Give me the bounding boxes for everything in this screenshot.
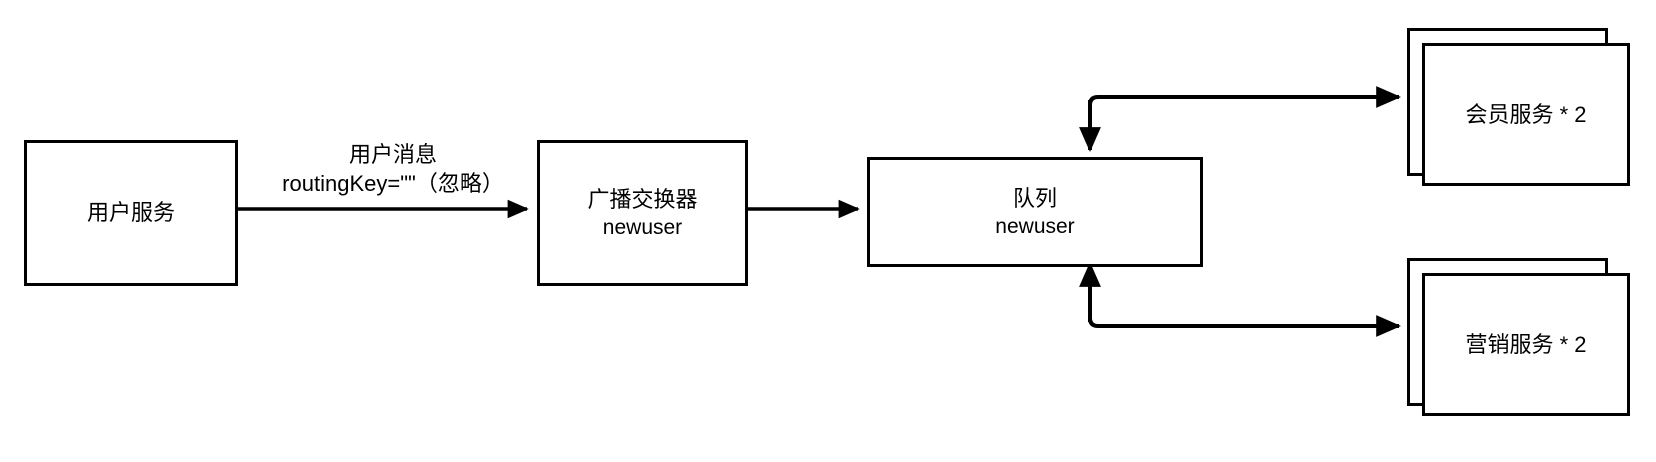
member-service-label: 会员服务 * 2 [1465, 101, 1587, 127]
queue-label-name: newuser [995, 214, 1075, 238]
fanout-exchange-node[interactable]: 广播交换器 newuser [537, 140, 748, 286]
edge-label-line-2: routingKey=""（忽略） [282, 170, 504, 196]
connector-queue-to-member [1079, 86, 1401, 152]
marketing-service-node[interactable]: 营销服务 * 2 [1422, 273, 1630, 416]
queue-node[interactable]: 队列 newuser [867, 157, 1203, 267]
edge-label-line-1: 用户消息 [348, 142, 437, 167]
marketing-service-label: 营销服务 * 2 [1465, 331, 1587, 357]
member-service-node[interactable]: 会员服务 * 2 [1422, 43, 1630, 186]
edge-label-user-to-exchange: 用户消息 routingKey=""（忽略） [248, 141, 538, 198]
queue-label-cn: 队列 [1012, 185, 1057, 211]
user-service-label: 用户服务 [86, 200, 175, 226]
connector-queue-to-marketing [1079, 262, 1401, 337]
fanout-exchange-label-name: newuser [602, 215, 683, 239]
user-service-node[interactable]: 用户服务 [24, 140, 238, 286]
fanout-exchange-label-cn: 广播交换器 [587, 186, 698, 212]
